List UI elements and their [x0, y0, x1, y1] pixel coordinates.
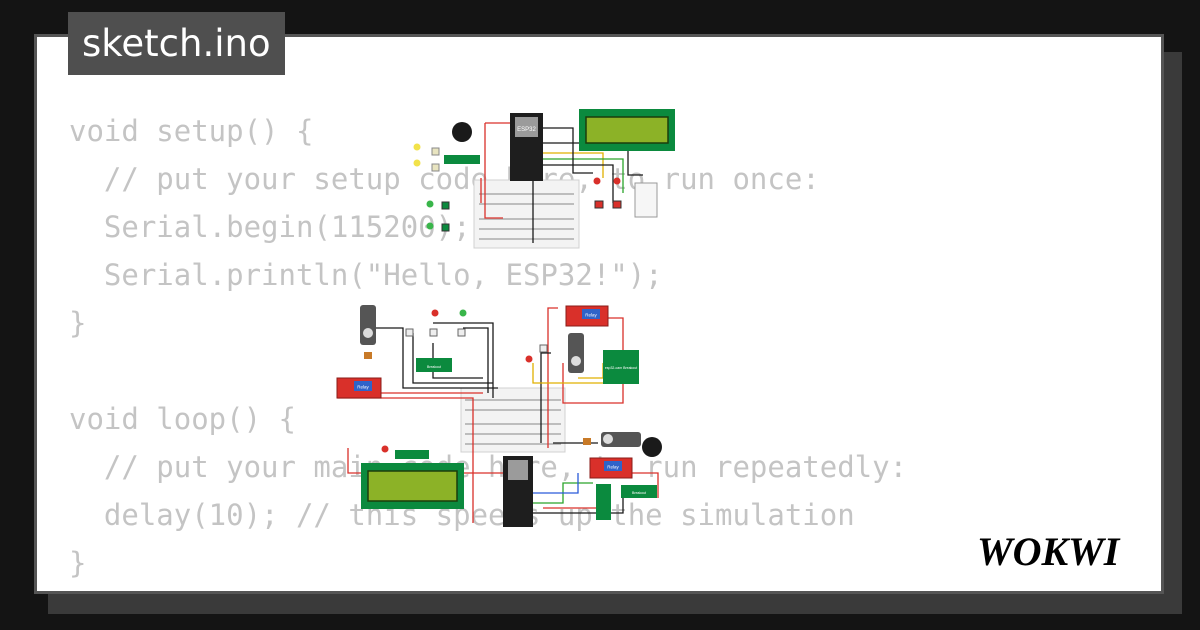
file-tab[interactable]: sketch.ino	[68, 12, 285, 75]
led-yellow	[413, 159, 421, 167]
servo-horn	[363, 328, 373, 338]
esp32-shield	[515, 117, 538, 137]
sensor-module	[395, 450, 429, 459]
pushbutton	[594, 200, 604, 209]
relay-coil	[604, 461, 622, 471]
led-red	[593, 177, 601, 185]
circuit-diagram: ESP32	[336, 109, 675, 527]
lower-circuit: Relay Relay Relay Breakout esp32-cam Bre…	[336, 305, 662, 527]
code-line: Serial.println("Hello, ESP32!");	[69, 258, 663, 292]
pushbutton	[441, 201, 450, 210]
code-line: Serial.begin(115200);	[69, 210, 471, 244]
servo-horn	[603, 434, 613, 444]
esp32-shield	[508, 460, 528, 480]
led-red	[381, 445, 389, 453]
servo-horn	[571, 356, 581, 366]
sensor-module	[596, 484, 611, 520]
servo-connector	[364, 352, 372, 359]
upper-circuit: ESP32	[413, 109, 675, 249]
led-red	[613, 177, 621, 185]
breadboard	[460, 387, 566, 453]
code-line: void setup() {	[69, 114, 314, 148]
pushbutton	[431, 163, 440, 172]
led-green	[426, 222, 434, 230]
relay-label: Relay	[607, 465, 619, 470]
code-line: }	[69, 546, 87, 580]
esp32-cam-module	[603, 350, 639, 384]
lcd-screen	[367, 470, 458, 502]
module-label: Breakout	[632, 491, 646, 495]
preview-card: void setup() { // put your setup code he…	[34, 34, 1164, 594]
buzzer	[642, 437, 662, 457]
lcd-screen	[585, 116, 669, 144]
relay-coil	[582, 309, 600, 319]
pushbutton	[431, 147, 440, 156]
led-red	[525, 355, 533, 363]
sensor-module	[416, 358, 452, 372]
servo-motor	[360, 305, 376, 345]
pushbutton	[441, 223, 450, 232]
breadboard	[473, 179, 580, 249]
servo-connector	[583, 438, 591, 445]
relay-label: Relay	[357, 385, 369, 390]
sensor-module	[621, 485, 657, 498]
buzzer	[452, 122, 472, 142]
led-green	[426, 200, 434, 208]
sensor-module	[444, 155, 480, 164]
pushbutton	[539, 344, 548, 353]
dht-sensor	[634, 182, 658, 218]
pushbutton	[429, 328, 438, 337]
relay-label: Relay	[585, 313, 597, 318]
pushbutton	[457, 328, 466, 337]
pushbutton	[612, 200, 622, 209]
module-label: Breakout	[427, 365, 441, 369]
esp32-label: ESP32	[517, 127, 536, 133]
led-red	[431, 309, 439, 317]
relay-coil	[354, 381, 372, 391]
code-line: void loop() {	[69, 402, 296, 436]
code-line: }	[69, 306, 87, 340]
logo-text: WOKWI	[977, 529, 1121, 573]
wokwi-logo: WOKWI	[977, 529, 1121, 573]
led-yellow	[413, 143, 421, 151]
module-label: esp32-cam Breakout	[605, 366, 637, 370]
pushbutton	[405, 328, 414, 337]
servo-motor	[568, 333, 584, 373]
led-green	[459, 309, 467, 317]
